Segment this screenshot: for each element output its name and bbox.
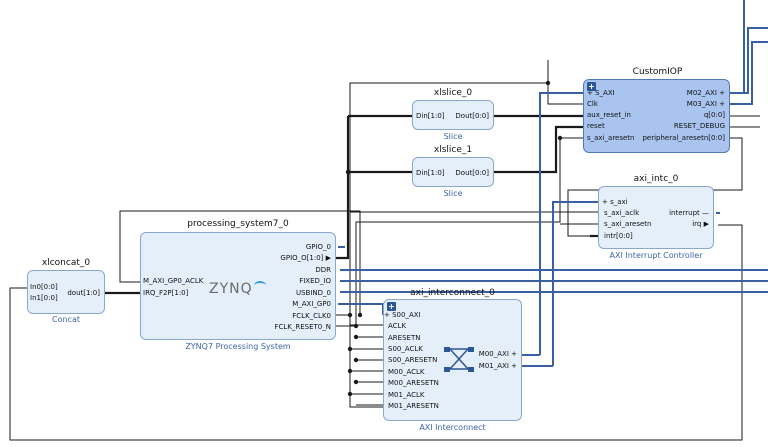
bus-m03 (730, 41, 768, 105)
port-din[interactable]: Din[1:0] (416, 169, 445, 177)
port-m00-aresetn[interactable]: M00_ARESETN (388, 379, 439, 387)
port-dout[interactable]: Dout[0:0] (455, 112, 489, 120)
port-m01-aresetn[interactable]: M01_ARESETN (388, 402, 439, 410)
port-in1[interactable]: In1[0:0] (30, 294, 58, 302)
zynq-logo: ZYNQ (209, 281, 253, 297)
bus-s-axi (539, 92, 583, 355)
port-reset[interactable]: reset (587, 122, 605, 130)
port-fclk-reset0-n[interactable]: FCLK_RESET0_N (274, 323, 331, 331)
port-m00-aclk[interactable]: M00_ACLK (388, 368, 425, 376)
port-gpio-o[interactable]: GPIO_O[1:0] ▶ (280, 254, 331, 262)
port-usbind-0[interactable]: USBIND_0 (295, 289, 331, 297)
port-din[interactable]: Din[1:0] (416, 112, 445, 120)
xlslice-0-title: xlslice_0 (433, 88, 473, 98)
crossbar-icon (444, 347, 474, 372)
port-s-axi[interactable]: + s_axi (602, 198, 628, 206)
port-irq-f2p[interactable]: IRQ_F2P[1:0] (143, 289, 189, 297)
port-m01-axi[interactable]: M01_AXI + (478, 362, 517, 370)
port-m-axi-gp0[interactable]: M_AXI_GP0 (292, 300, 331, 308)
port-fixed-io[interactable]: FIXED_IO (299, 277, 331, 285)
port-s00-aresetn[interactable]: S00_ARESETN (388, 356, 438, 364)
xlconcat-title: xlconcat_0 (41, 258, 91, 268)
zynq-swoosh-icon (254, 281, 266, 290)
port-s00-aclk[interactable]: S00_ACLK (388, 345, 423, 353)
wire-gpio-bus (330, 170, 412, 260)
interconnect-title: axi_interconnect_0 (410, 288, 495, 298)
bus-s-axi-intc (552, 201, 598, 366)
interconnect-subtitle: AXI Interconnect (419, 423, 486, 432)
ps7-subtitle: ZYNQ7 Processing System (185, 342, 291, 351)
wire-slice1-out (494, 125, 583, 174)
port-m-axi-gp0-aclk[interactable]: M_AXI_GP0_ACLK (143, 277, 204, 285)
xlslice-1-title: xlslice_1 (433, 145, 473, 155)
axi-intc-title: axi_intc_0 (633, 174, 679, 184)
port-ddr[interactable]: DDR (315, 266, 331, 274)
wire-clk (330, 82, 583, 316)
bus-m02 (730, 27, 768, 94)
port-s00-axi[interactable]: + S00_AXI (384, 311, 421, 319)
xlslice-1-subtitle: Slice (443, 189, 463, 198)
port-aux-reset-in[interactable]: aux_reset_in (587, 111, 631, 119)
port-s-axi[interactable]: + S_AXI (587, 89, 615, 97)
xlslice-0-subtitle: Slice (443, 132, 463, 141)
port-s-axi-aresetn[interactable]: s_axi_aresetn (604, 220, 652, 228)
port-aresetn[interactable]: ARESETN (388, 334, 421, 342)
port-m02-axi[interactable]: M02_AXI + (686, 89, 725, 97)
expand-icon[interactable]: + (587, 82, 596, 91)
port-aclk[interactable]: ACLK (388, 322, 407, 330)
port-in0[interactable]: In0[0:0] (30, 283, 58, 291)
port-q[interactable]: q[0:0] (703, 111, 725, 119)
port-s-axi-aresetn[interactable]: s_axi_aresetn (587, 134, 635, 142)
wire-aux-reset (119, 210, 361, 315)
port-clk[interactable]: Clk (587, 100, 598, 108)
port-m03-axi[interactable]: M03_AXI + (686, 100, 725, 108)
wire-concat-loop (9, 224, 743, 441)
port-fclk-clk0[interactable]: FCLK_CLK0 (292, 312, 331, 320)
port-m00-axi[interactable]: M00_AXI + (478, 350, 517, 358)
port-intr[interactable]: intr[0:0] (604, 232, 633, 240)
port-s-axi-aclk[interactable]: s_axi_aclk (604, 209, 640, 217)
port-irq[interactable]: irq ▶ (692, 220, 709, 228)
axi-intc-subtitle: AXI Interrupt Controller (609, 251, 703, 260)
customiop-title: CustomIOP (632, 67, 683, 77)
port-gpio-0[interactable]: GPIO_0 (305, 243, 331, 251)
port-interrupt[interactable]: interrupt — (669, 209, 709, 217)
xlconcat-subtitle: Concat (52, 315, 80, 324)
port-dout[interactable]: Dout[0:0] (455, 169, 489, 177)
port-m01-aclk[interactable]: M01_ACLK (388, 391, 425, 399)
wire-ic-clk (349, 315, 383, 408)
ps7-title: processing_system7_0 (187, 219, 289, 229)
port-reset-debug[interactable]: RESET_DEBUG (673, 122, 725, 130)
port-peripheral-aresetn[interactable]: peripheral_aresetn[0:0] (642, 134, 725, 142)
expand-icon[interactable]: + (387, 302, 396, 311)
wire-resetn (336, 137, 583, 327)
port-dout[interactable]: dout[1:0] (67, 289, 100, 297)
